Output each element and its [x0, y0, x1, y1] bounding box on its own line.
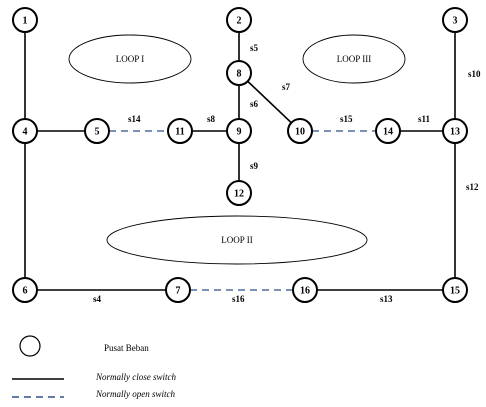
node-3-label: 3 [453, 16, 458, 27]
loop-i-ellipse [68, 34, 192, 84]
switch-label-s9: s9 [250, 161, 259, 171]
legend-load-center-label: Pusat Beban [104, 343, 149, 353]
node-6-circle [12, 277, 38, 303]
node-7-label: 7 [176, 286, 181, 297]
switch-label-s13: s13 [380, 294, 393, 304]
node-10-circle [287, 118, 313, 144]
node-12-circle [226, 180, 252, 206]
node-6-label: 6 [23, 286, 28, 297]
legend-open-switch-label: Normally open switch [95, 389, 175, 399]
node-1-circle [12, 7, 38, 33]
node-4-label: 4 [23, 127, 28, 138]
node-11-circle [167, 118, 193, 144]
node-15-circle [442, 277, 468, 303]
switch-label-s7: s7 [282, 82, 291, 92]
node-16-label: 16 [300, 286, 310, 297]
node-13-label: 13 [450, 127, 460, 138]
legend-load-center-symbol [19, 335, 41, 357]
switch-label-s16: s16 [232, 294, 245, 304]
switch-label-s4: s4 [93, 294, 102, 304]
node-8-circle [226, 60, 252, 86]
node-7-circle [165, 277, 191, 303]
edge-labels-layer: s4 s16 s13 s12 s10 s14 s8 s5 s6 s9 s7 s15 s11 [93, 43, 481, 304]
node-13-circle [442, 118, 468, 144]
switch-label-s11: s11 [418, 114, 431, 124]
loop-i-label: LOOP I [116, 54, 144, 64]
switch-label-s6: s6 [250, 99, 259, 109]
node-5-circle [84, 118, 110, 144]
loop-iii-label: LOOP III [337, 54, 371, 64]
node-14-circle [375, 118, 401, 144]
node-10-label: 10 [295, 127, 305, 138]
switch-label-s12: s12 [466, 182, 479, 192]
switch-label-s5: s5 [250, 43, 259, 53]
loop-ii-ellipse [106, 215, 368, 265]
legend-closed-switch-label: Normally close switch [95, 372, 176, 382]
legend: Pusat Beban Normally close switch Normal… [12, 335, 176, 399]
node-4-circle [12, 118, 38, 144]
node-12-label: 12 [234, 189, 244, 200]
loop-ii-label: LOOP II [221, 235, 252, 245]
node-2-label: 2 [237, 16, 242, 27]
node-5-label: 5 [95, 127, 100, 138]
node-16-circle [292, 277, 318, 303]
node-1-label: 1 [23, 16, 28, 27]
switch-label-s14: s14 [128, 114, 141, 124]
edge-8-10 [238, 72, 301, 132]
switch-label-s8: s8 [207, 114, 216, 124]
switch-label-s10: s10 [468, 69, 481, 79]
node-15-label: 15 [450, 286, 460, 297]
node-9-circle [226, 118, 252, 144]
switch-label-s15: s15 [340, 114, 353, 124]
node-2-circle [226, 7, 252, 33]
node-3-circle [442, 7, 468, 33]
node-9-label: 9 [237, 127, 242, 138]
node-11-label: 11 [175, 127, 184, 138]
loop-iii-ellipse [302, 34, 406, 84]
node-8-label: 8 [237, 69, 242, 80]
loops-layer: LOOP I LOOP III LOOP II [68, 34, 406, 265]
node-14-label: 14 [383, 127, 393, 138]
